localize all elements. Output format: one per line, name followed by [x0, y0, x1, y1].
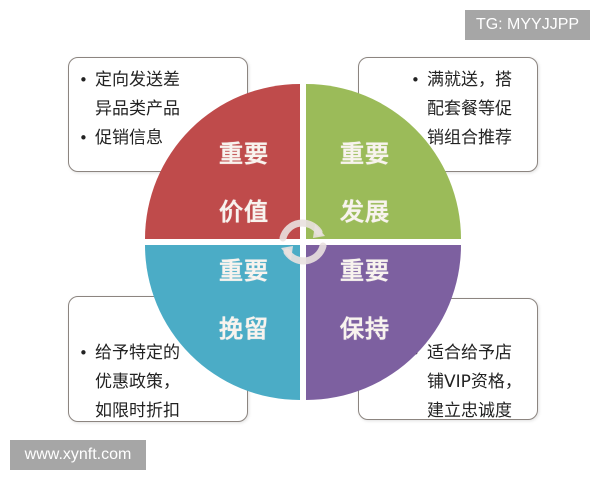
quadrant-label-line2: 保持 [340, 315, 390, 343]
quadrant-label-line2: 挽留 [219, 315, 269, 343]
watermark-site: www.xynft.com [10, 440, 146, 470]
callout-item-continuation: 建立忠诚度 [427, 401, 512, 421]
quadrant-wheel: 重要 价值 重要 发展 重要 挽留 重要 保持 [145, 84, 461, 400]
quadrant-important-retention: 重要 挽留 [145, 245, 300, 400]
callout-item: 满就送，搭 [409, 66, 537, 95]
callout-item: 促销信息 [77, 124, 247, 153]
callout-item-continuation: 异品类产品 [95, 99, 180, 119]
callout-item: 定向发送差 [77, 66, 247, 95]
watermark-tg: TG: MYYJJPP [465, 10, 590, 40]
callout-item-continuation: 优惠政策， [95, 372, 180, 392]
callout-item: 给予特定的 [77, 339, 247, 368]
quadrant-label-line1: 重要 [219, 140, 269, 168]
callout-item-continuation: 如限时折扣 [95, 401, 180, 421]
quadrant-label-line2: 价值 [219, 198, 269, 226]
quadrant-label-line1: 重要 [219, 257, 269, 285]
callout-item-continuation: 铺VIP资格， [427, 372, 522, 392]
callout-item-continuation: 销组合推荐 [427, 128, 512, 148]
cycle-arrows-icon [273, 212, 333, 272]
quadrant-label-line1: 重要 [340, 257, 390, 285]
callout-important-development: 满就送，搭 配套餐等促 销组合推荐 [358, 57, 538, 172]
callout-item-continuation: 配套餐等促 [427, 99, 512, 119]
quadrant-label-line2: 发展 [340, 198, 390, 226]
quadrant-label-line1: 重要 [340, 140, 390, 168]
